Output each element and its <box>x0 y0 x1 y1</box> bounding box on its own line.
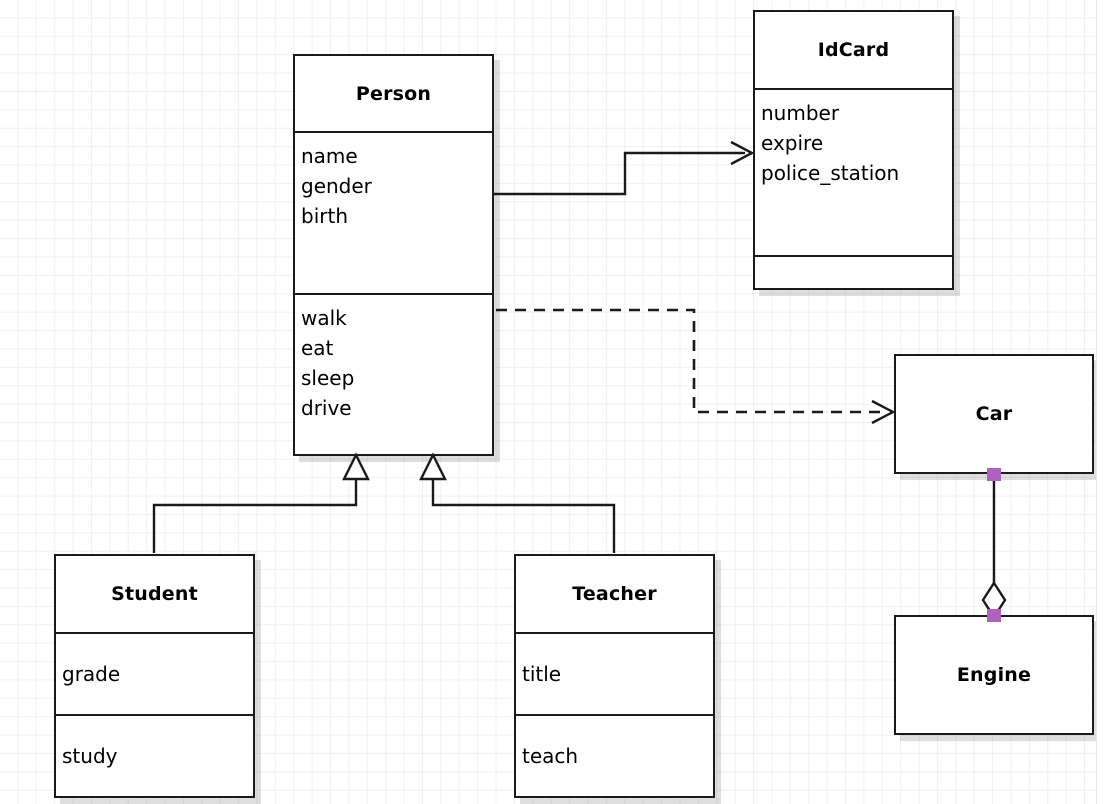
class-methods-teacher: teach <box>516 714 713 796</box>
class-methods-idcard <box>755 255 952 292</box>
attribute-item: name <box>301 144 358 168</box>
class-attributes-person: name gender birth <box>295 131 492 293</box>
method-item: study <box>62 744 118 768</box>
relationship-person-car[interactable] <box>496 308 896 425</box>
class-title-idcard: IdCard <box>817 39 890 61</box>
attribute-item: police_station <box>761 161 900 185</box>
attribute-item: birth <box>301 204 348 228</box>
class-title-person: Person <box>355 82 432 105</box>
class-box-car[interactable]: Car <box>894 354 1094 474</box>
relationship-student-person[interactable] <box>152 452 370 553</box>
attribute-item: grade <box>62 662 121 686</box>
method-item: walk <box>301 306 347 330</box>
class-methods-person: walk eat sleep drive <box>295 293 492 454</box>
method-item: sleep <box>301 366 355 390</box>
relationship-teacher-person[interactable] <box>419 452 616 553</box>
class-attributes-teacher: title <box>516 632 713 714</box>
class-methods-student: study <box>56 714 253 796</box>
class-attributes-idcard: number expire police_station <box>755 88 952 255</box>
class-box-teacher[interactable]: Teacher title teach <box>514 554 715 798</box>
method-item: eat <box>301 336 334 360</box>
class-box-person[interactable]: Person name gender birth walk eat sleep … <box>293 54 494 456</box>
attribute-item: title <box>522 662 562 686</box>
class-attributes-student: grade <box>56 632 253 714</box>
method-item: teach <box>522 744 579 768</box>
page-right-edge <box>1096 0 1104 804</box>
attribute-item: gender <box>301 174 372 198</box>
relationship-person-idcard[interactable] <box>494 140 755 196</box>
class-box-idcard[interactable]: IdCard number expire police_station <box>753 10 954 290</box>
relationship-car-engine[interactable] <box>981 468 1007 622</box>
class-title-teacher: Teacher <box>572 583 657 605</box>
attribute-item: number <box>761 101 840 125</box>
class-box-student[interactable]: Student grade study <box>54 554 255 798</box>
method-item: drive <box>301 396 352 420</box>
class-title-car: Car <box>975 403 1013 425</box>
class-title-engine: Engine <box>956 664 1032 686</box>
class-box-engine[interactable]: Engine <box>894 615 1094 735</box>
class-title-student: Student <box>111 583 198 605</box>
attribute-item: expire <box>761 131 824 155</box>
